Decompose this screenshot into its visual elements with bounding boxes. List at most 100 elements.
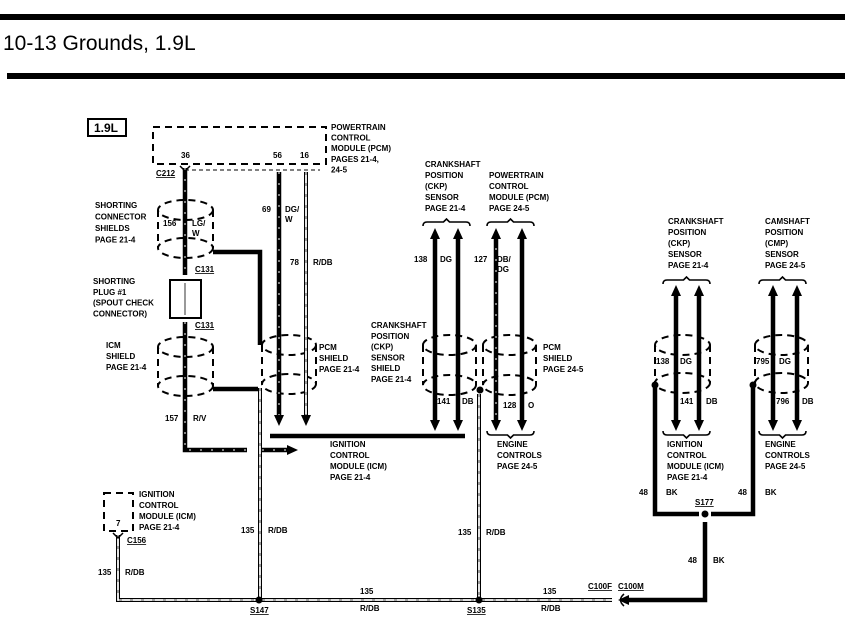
- wire-color-code: W: [192, 229, 200, 238]
- wire-color-code: DB: [462, 397, 474, 406]
- component-label-engine2: ENGINE: [765, 440, 796, 449]
- ckp-shield-2-top: [654, 334, 711, 356]
- component-label-ckp-sensor1: SENSOR: [425, 193, 459, 202]
- cmp-shield-bottom: [754, 372, 809, 394]
- arrow-right-icon: [287, 445, 298, 455]
- component-label-ckp-sensor2: (CKP): [668, 239, 691, 248]
- pin-number: 36: [181, 151, 190, 160]
- connector-s135: S135: [467, 606, 486, 615]
- wire-color-code: R/DB: [486, 528, 506, 537]
- connector-c100-arrow-icon: [618, 595, 629, 605]
- component-label-ckp-sensor1: POSITION: [425, 171, 463, 180]
- connector-c156-terminal: [112, 532, 124, 540]
- component-label-pcm-shield1: PAGE 21-4: [319, 365, 360, 374]
- splice-s135: [475, 596, 483, 604]
- shorting-plug-box: [169, 279, 202, 319]
- component-label-pcm-mid: CONTROL: [489, 182, 529, 191]
- component-label-pcm-top: MODULE (PCM): [331, 144, 391, 153]
- component-label-icm-right: CONTROL: [667, 451, 707, 460]
- component-label-ckp-shield: POSITION: [371, 332, 409, 341]
- component-label-engine1: ENGINE: [497, 440, 528, 449]
- component-label-pcm-shield2: PCM: [543, 343, 561, 352]
- wire-circuit-number: 138: [414, 255, 428, 264]
- component-label-engine2: CONTROLS: [765, 451, 811, 460]
- wire-circuit-number: 156: [163, 219, 177, 228]
- component-label-ckp-shield: CRANKSHAFT: [371, 321, 427, 330]
- component-label-pcm-mid: MODULE (PCM): [489, 193, 549, 202]
- wire-circuit-number: 141: [680, 397, 694, 406]
- component-label-cmp-sensor: PAGE 24-5: [765, 261, 806, 270]
- bracket-ckp-sensor: [422, 217, 471, 227]
- wire-138-arrow-down-icon: [430, 420, 440, 431]
- component-label-ckp-shield: PAGE 21-4: [371, 375, 412, 384]
- wire-color-code: BK: [765, 488, 777, 497]
- wire-color-code: BK: [666, 488, 678, 497]
- wire-circuit-number: 135: [458, 528, 472, 537]
- component-label-ckp-sensor2: SENSOR: [668, 250, 702, 259]
- wire-795-arrow-down-icon: [768, 420, 778, 431]
- wire-circuit-number: 796: [776, 397, 790, 406]
- component-label-icm-shield: ICM: [106, 341, 121, 350]
- engine-badge-box: [87, 118, 127, 137]
- wire-color-code: R/DB: [125, 568, 145, 577]
- wire-796-arrow-down-icon: [792, 420, 802, 431]
- connector-c156: C156: [127, 536, 147, 545]
- component-label-icm-right: PAGE 21-4: [667, 473, 708, 482]
- connector-c100f: C100F: [588, 582, 612, 591]
- wire-circuit-number: 135: [98, 568, 112, 577]
- component-label-pcm-top: PAGES 21-4,: [331, 155, 379, 164]
- ckp-sensor-shield-bottom: [422, 374, 477, 396]
- wire-48-right: [711, 385, 756, 517]
- component-label-icm-bottom: MODULE (ICM): [139, 512, 196, 521]
- wire-48-c100: [628, 522, 708, 603]
- wire-color-code: W: [285, 215, 293, 224]
- bracket-icm-right: [662, 430, 711, 440]
- wire-color-code: LG/: [192, 219, 206, 228]
- connector-s147: S147: [250, 606, 269, 615]
- engine-badge: 1.9L: [94, 121, 118, 135]
- component-label-pcm-shield1: PCM: [319, 343, 337, 352]
- component-label-icm-bottom: CONTROL: [139, 501, 179, 510]
- pin-number: 16: [300, 151, 309, 160]
- page-title: 10-13 Grounds, 1.9L: [3, 32, 196, 55]
- component-label-ckp-sensor1: CRANKSHAFT: [425, 160, 481, 169]
- component-label-shorting-plug: (SPOUT CHECK: [93, 299, 154, 308]
- arrow-down-icon: [301, 415, 311, 426]
- component-label-ckp-sensor2: PAGE 21-4: [668, 261, 709, 270]
- wire-circuit-number: 128: [503, 401, 517, 410]
- component-label-pcm-shield2: SHIELD: [543, 354, 573, 363]
- wire-157-stripe: [184, 322, 247, 451]
- component-label-icm-mid: CONTROL: [330, 451, 370, 460]
- pin-number: 56: [273, 151, 282, 160]
- wire-127-arrow-up-icon: [491, 228, 501, 239]
- wire-128-arrow-down-icon: [517, 420, 527, 431]
- component-label-engine1: PAGE 24-5: [497, 462, 538, 471]
- wire-138-right-arrow-up-icon: [671, 285, 681, 296]
- component-label-ckp-sensor2: POSITION: [668, 228, 706, 237]
- wire-color-code: DG: [779, 357, 791, 366]
- wire-color-code: DG: [680, 357, 692, 366]
- wire-796-arrow-up-icon: [792, 285, 802, 296]
- wire-157: [182, 322, 247, 453]
- bracket-cmp-sensor: [758, 275, 807, 285]
- shield-ground-point: [476, 386, 484, 394]
- header-rule-top: [0, 14, 845, 20]
- wire-color-code: BK: [713, 556, 725, 565]
- wire-circuit-number: 141: [437, 397, 451, 406]
- connector-s177: S177: [695, 498, 714, 507]
- wire-color-code: DB: [706, 397, 718, 406]
- component-label-ckp-shield: SENSOR: [371, 353, 405, 362]
- component-label-shorting-conn: SHIELDS: [95, 224, 130, 233]
- wire-circuit-number: 78: [290, 258, 299, 267]
- component-label-shorting-plug: CONNECTOR): [93, 309, 147, 318]
- wire-circuit-number: 138: [656, 357, 670, 366]
- component-label-ckp-sensor2: CRANKSHAFT: [668, 217, 724, 226]
- connector-c100-terminal: [619, 593, 625, 607]
- component-label-cmp-sensor: CAMSHAFT: [765, 217, 810, 226]
- wire-color-code: O: [528, 401, 534, 410]
- component-label-shorting-plug: PLUG #1: [93, 288, 127, 297]
- component-label-shorting-conn: SHORTING: [95, 201, 137, 210]
- wire-48-left: [652, 385, 699, 517]
- component-label-cmp-sensor: POSITION: [765, 228, 803, 237]
